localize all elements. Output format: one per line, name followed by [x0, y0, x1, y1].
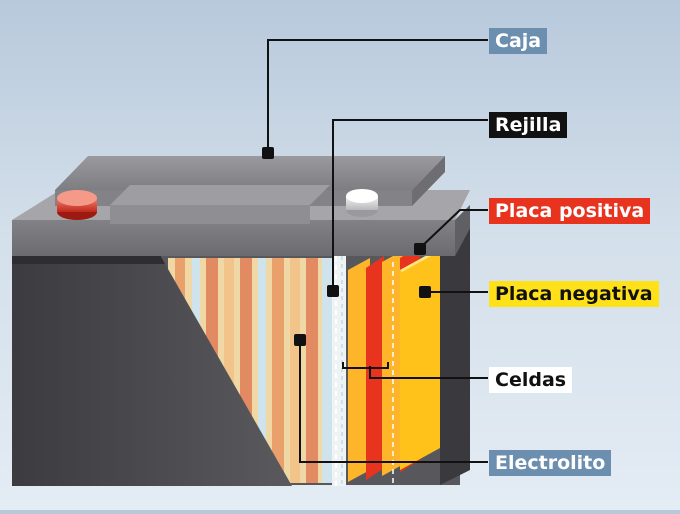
leader-lines: [267, 39, 488, 463]
label-caja: Caja: [489, 28, 548, 54]
label-rejilla: Rejilla: [489, 112, 568, 138]
negative-plate: [400, 248, 442, 470]
leader-dots: [262, 147, 431, 346]
label-celdas: Celdas: [489, 367, 573, 393]
label-electrolito: Electrolito: [489, 450, 612, 476]
label-placa-negativa: Placa negativa: [489, 281, 659, 307]
negative-terminal-icon: [346, 189, 378, 217]
positive-terminal-icon: [57, 190, 97, 220]
label-placa-positiva: Placa positiva: [489, 198, 651, 224]
battery-case: [12, 255, 292, 486]
